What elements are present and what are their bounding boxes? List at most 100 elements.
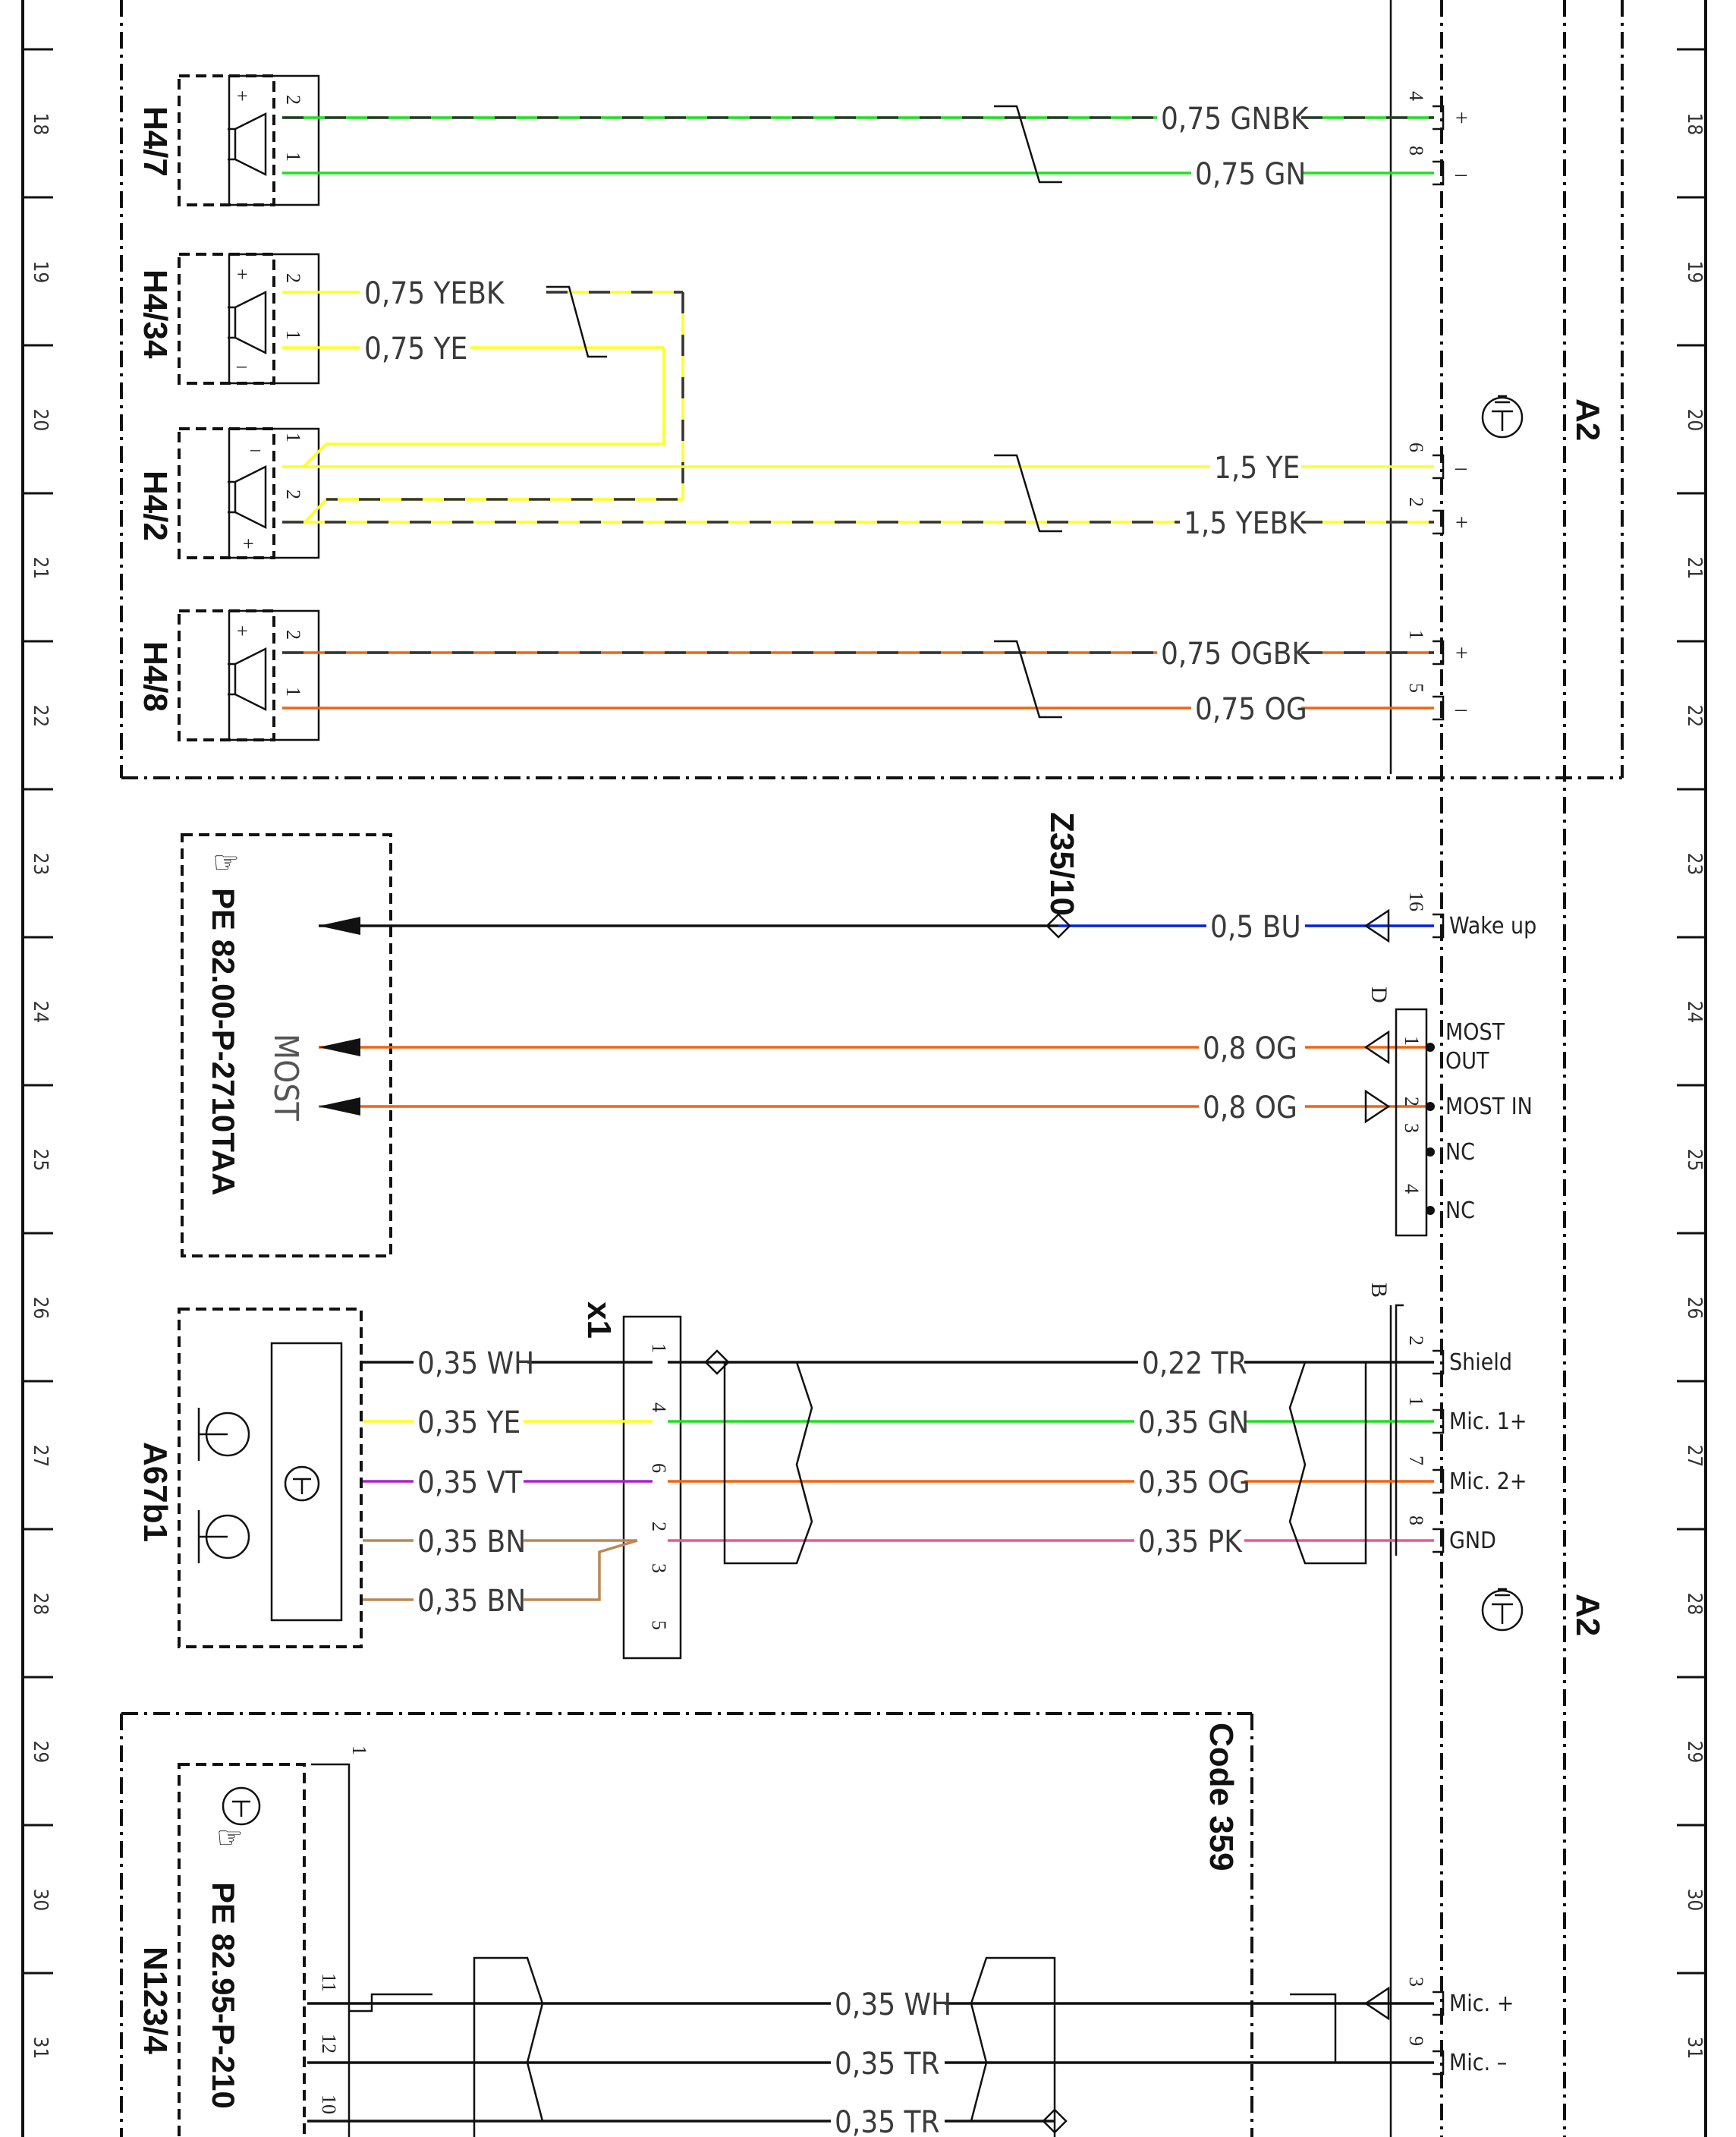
svg-text:OUT: OUT [1445, 1048, 1489, 1075]
svg-text:12: 12 [318, 2034, 340, 2054]
svg-text:6: 6 [648, 1463, 670, 1473]
speaker-h4-34: + – 2 1 H4/34 [137, 253, 320, 385]
wire-label-most-out: 0,8 OG [1203, 1031, 1297, 1066]
grid-row-label: 20 [29, 409, 52, 432]
grid-row-label: 18 [29, 113, 52, 136]
phone-reference: PE 82.95-P-210 [206, 1882, 241, 2109]
svg-text:2: 2 [282, 489, 304, 499]
grid-row-label: 25 [1683, 1149, 1706, 1172]
grid-row-label: 24 [1683, 1001, 1706, 1024]
speaker-icon [228, 464, 267, 530]
wake-up-line: 0,5 BU Z35/10 16 Wake up [319, 812, 1536, 945]
grid-row-label: 23 [29, 853, 52, 876]
x1-label: x1 [580, 1301, 618, 1339]
wire-label-h42-minus: 1,5 YE [1214, 451, 1300, 486]
connector-x1: x1 1 4 6 2 3 5 [580, 1301, 682, 1660]
svg-text:2: 2 [282, 630, 304, 640]
svg-text:1: 1 [282, 687, 304, 697]
wire-label-h42-plus: 1,5 YEBK [1184, 506, 1307, 541]
most-reference: PE 82.00-P-2710TAA [206, 888, 241, 1195]
svg-text:Mic. +: Mic. + [1449, 1991, 1514, 2017]
ground-icon [1481, 395, 1524, 439]
mic-icon [205, 1412, 250, 1457]
wire-label-h47-minus: 0,75 GN [1195, 157, 1306, 192]
wire-label-mic-bn1: 0,35 BN [417, 1525, 526, 1559]
a2-label-top: A2 [1569, 398, 1606, 441]
svg-text:+: + [237, 263, 248, 285]
grid-row-label: 27 [29, 1445, 52, 1468]
grid-row-label: 29 [1683, 1741, 1706, 1764]
a2-label-bottom: A2 [1569, 1594, 1606, 1636]
svg-text:Mic. 2+: Mic. 2+ [1449, 1468, 1527, 1495]
svg-text:+: + [237, 85, 248, 107]
wire-label-mic-wh: 0,35 WH [417, 1346, 534, 1381]
svg-text:1: 1 [282, 152, 304, 162]
wire-label-mic2: 0,35 OG [1138, 1465, 1250, 1500]
wire-label-shield: 0,22 TR [1142, 1346, 1247, 1381]
svg-text:2: 2 [1405, 497, 1427, 507]
grid-row-label: 22 [1683, 705, 1706, 728]
most-label: MOST [266, 1034, 305, 1121]
z35-10-label: Z35/10 [1043, 812, 1080, 916]
svg-text:2: 2 [1405, 1336, 1427, 1345]
grid-row-label: 21 [1683, 557, 1706, 580]
wire-label-mic-bn2: 0,35 BN [417, 1584, 526, 1619]
svg-text:NC: NC [1445, 1198, 1475, 1224]
wire-label-mic-vt: 0,35 VT [417, 1465, 523, 1500]
speaker-h4-7: + 2 1 H4/7 [137, 74, 320, 206]
svg-text:Wake up: Wake up [1449, 913, 1536, 939]
svg-text:7: 7 [1405, 1456, 1427, 1465]
svg-text:10: 10 [318, 2095, 340, 2114]
svg-text:+: + [1455, 510, 1468, 535]
grid-row-label: 28 [1683, 1593, 1706, 1616]
a2-speaker-pins: 4 8 6 2 1 5 + – – + + – [1405, 91, 1468, 721]
svg-text:4: 4 [1405, 91, 1427, 101]
grid-row-label: 28 [29, 1593, 52, 1616]
component-label-a67b1: A67b1 [137, 1442, 174, 1542]
svg-text:+: + [1455, 640, 1468, 666]
svg-text:1: 1 [348, 1745, 370, 1755]
svg-text:4: 4 [648, 1402, 670, 1412]
grid-row-label: 25 [29, 1149, 52, 1172]
grid-row-label: 23 [1683, 853, 1706, 876]
svg-text:–: – [236, 354, 247, 376]
wire-label-mic1: 0,35 GN [1138, 1405, 1249, 1440]
component-label-n123-4: N123/4 [137, 1947, 174, 2054]
grid-row-label: 30 [29, 1889, 52, 1912]
component-label-h4-8: H4/8 [137, 641, 174, 712]
mic-wires-right: 0,22 TR 0,35 GN 0,35 OG 0,35 PK B 2 1 7 … [668, 1283, 1527, 1565]
wire-label-h47-plus: 0,75 GNBK [1161, 102, 1310, 137]
speaker-icon [228, 647, 267, 712]
component-label-h4-2: H4/2 [137, 471, 174, 541]
ground-icon [284, 1465, 320, 1502]
svg-text:1: 1 [1405, 630, 1427, 640]
grid-row-label: 29 [29, 1741, 52, 1764]
code-359-label: Code 359 [1203, 1723, 1240, 1871]
connector-d: D [1366, 987, 1392, 1003]
svg-text:3: 3 [1401, 1123, 1423, 1133]
wire-label-h48-minus: 0,75 OG [1195, 692, 1307, 727]
svg-text:8: 8 [1405, 1515, 1427, 1525]
svg-text:16: 16 [1405, 892, 1427, 911]
grid-row-label: 31 [1683, 2037, 1706, 2060]
svg-text:GND: GND [1449, 1528, 1496, 1554]
wire-label-h48-plus: 0,75 OGBK [1161, 637, 1310, 672]
speaker-h4-2: – + 1 2 H4/2 [137, 427, 320, 559]
code-359-block: Code 359 ☞ PE 82.95-P-210 N123/4 1 11 12… [120, 1712, 1253, 2137]
wire-label-n-wh: 0,35 WH [835, 1988, 951, 2022]
svg-text:3: 3 [648, 1563, 670, 1573]
svg-text:MOST IN: MOST IN [1445, 1094, 1533, 1120]
n123-wires: 0,35 WH 0,35 TR 0,35 TR 3 9 Mic. + Mic. … [307, 1956, 1514, 2137]
svg-text:5: 5 [1405, 683, 1427, 693]
grid-row-label: 19 [1683, 261, 1706, 284]
svg-text:1: 1 [282, 433, 304, 442]
svg-text:5: 5 [648, 1620, 670, 1630]
svg-text:+: + [237, 620, 248, 642]
svg-text:11: 11 [318, 1973, 340, 1992]
grid-row-label: 31 [29, 2037, 52, 2060]
grid-row-label: 30 [1683, 1889, 1706, 1912]
svg-text:–: – [250, 438, 261, 460]
ground-icon [1481, 1588, 1524, 1632]
